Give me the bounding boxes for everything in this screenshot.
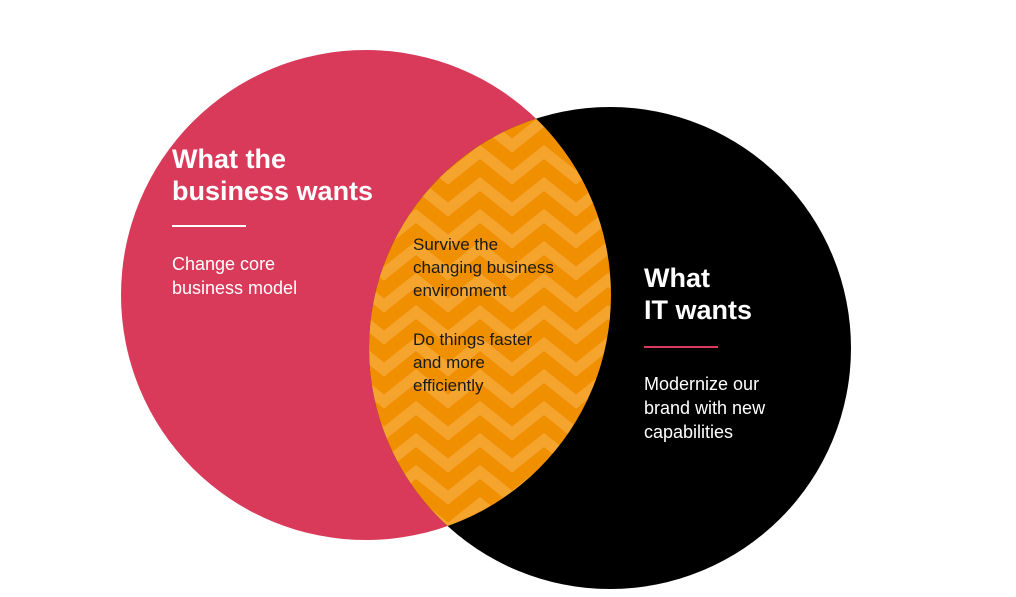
- it-desc-line3: capabilities: [644, 422, 734, 442]
- it-title-line2: IT wants: [644, 295, 753, 325]
- business-description: Change core business model: [172, 252, 297, 300]
- business-desc-line1: Change core: [172, 254, 276, 274]
- business-title: What the business wants: [172, 143, 373, 207]
- shared-item2-line2: and more: [413, 353, 485, 372]
- shared-item-1: Survive the changing business environmen…: [413, 233, 554, 302]
- shared-item1-line1: Survive the: [413, 235, 499, 254]
- it-title: What IT wants: [644, 262, 752, 326]
- business-title-line2: business wants: [172, 176, 374, 206]
- it-description: Modernize our brand with new capabilitie…: [644, 372, 765, 444]
- it-desc-line2: brand with new: [644, 398, 766, 418]
- shared-item1-line3: environment: [413, 281, 507, 300]
- business-title-line1: What the: [172, 144, 286, 174]
- shared-item2-line3: efficiently: [413, 376, 484, 395]
- it-desc-line1: Modernize our: [644, 374, 760, 394]
- shared-item-2: Do things faster and more efficiently: [413, 328, 532, 397]
- it-title-line1: What: [644, 263, 710, 293]
- shared-item1-line2: changing business: [413, 258, 554, 277]
- shared-item2-line1: Do things faster: [413, 330, 533, 349]
- business-desc-line2: business model: [172, 278, 298, 298]
